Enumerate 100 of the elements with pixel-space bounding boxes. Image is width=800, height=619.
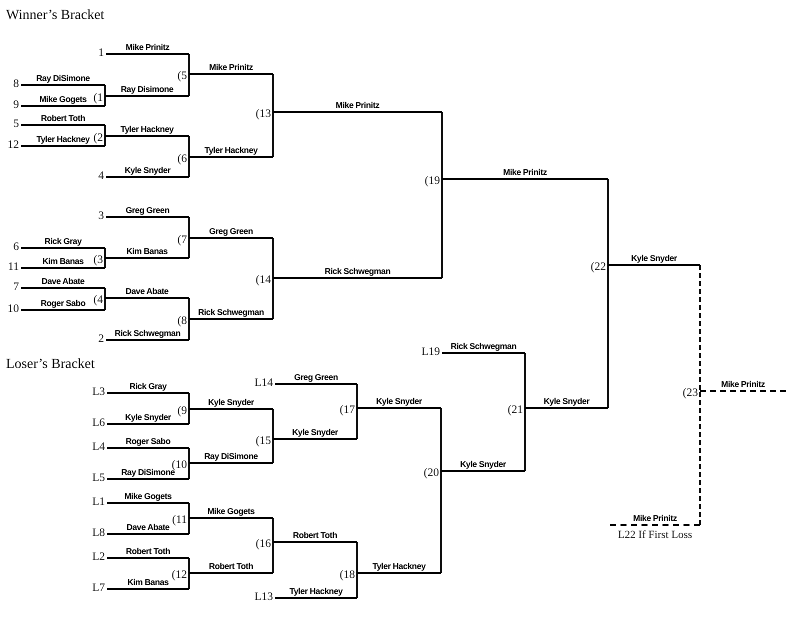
bracket-slot: Rick Gray [107,381,189,394]
game-number: (2 [93,132,103,144]
game-number: (8 [177,315,187,327]
game-number: (19 [424,175,440,187]
bracket-line [272,73,274,112]
seed-number: L7 [92,582,105,594]
bracket-line [272,439,274,464]
bracket-slot: Kyle Snyder [106,165,189,178]
bracket-line [272,408,274,439]
bracket-slot: Kyle Snyder [189,397,273,410]
bracket-slot: Rick Schwegman [273,266,442,279]
bracket-line [188,135,190,157]
bracket-line [104,298,106,311]
game-number: (3 [93,254,103,266]
game-number: (20 [424,467,439,479]
bracket-line [188,74,190,97]
bracket-line [272,278,274,320]
bracket-line [188,518,190,535]
bracket-line [440,471,442,574]
bracket-line [272,237,274,278]
game-number: (18 [340,569,355,581]
bracket-slot: Robert Toth [273,530,357,543]
bracket-slot: Roger Sabo [107,436,189,449]
bracket-line [104,84,106,96]
bracket-line [104,247,106,258]
seed-number: 1 [98,47,104,59]
bracket-line [356,573,358,599]
game-number: (5 [177,70,187,82]
seed-number: 5 [13,118,19,130]
bracket-slot: Mike Prinitz [610,513,700,526]
bracket-slot: Greg Green [275,372,357,385]
seed-number: 10 [8,303,19,315]
bracket-slot: Ray Disimone [105,84,189,97]
game-number: (15 [256,435,271,447]
bracket-slot: Rick Schwegman [442,341,525,354]
section-heading: Winner’s Bracket [6,8,104,24]
bracket-slot: Dave Abate [21,276,105,289]
bracket-slot: Tyler Hackney [189,145,273,158]
bracket-line [272,517,274,542]
bracket-line [356,408,358,440]
bracket-slot: Kyle Snyder [525,396,608,409]
seed-number: 6 [13,241,19,253]
bracket-slot: Tyler Hackney [275,586,357,599]
bracket-slot: Robert Toth [21,113,105,126]
bracket-line [356,541,358,573]
bracket-line [188,157,190,178]
game-number: (14 [256,274,271,286]
bracket-line [524,408,526,472]
bracket-line [607,265,609,409]
seed-number: L8 [92,527,105,539]
seed-number: 3 [98,210,104,222]
game-number: (23 [682,387,698,399]
seed-number: 7 [13,281,19,293]
bracket-slot: Mike Gogets [107,491,189,504]
bracket-slot: Tyler Hackney [105,124,189,137]
game-number: (13 [256,108,271,120]
seed-number: L2 [92,551,105,563]
bracket-slot: Dave Abate [105,286,189,299]
bracket-slot: Kim Banas [105,246,189,259]
bracket-slot: Kyle Snyder [441,459,525,472]
bracket-line [188,573,190,590]
seed-number: L4 [92,441,105,453]
seed-number: 4 [98,170,104,182]
bracket-slot: Mike Prinitz [442,167,608,180]
bracket-line [104,287,106,298]
bracket-slot: Ray DiSimone [107,467,189,480]
game-number: (17 [340,404,355,416]
bracket-line [188,216,190,238]
section-heading: Loser’s Bracket [6,357,95,373]
game-number: (16 [256,538,271,550]
bracket-slot: Mike Prinitz [700,379,786,392]
seed-number: L6 [92,417,105,429]
bracket-line [104,258,106,269]
bracket-line [188,297,190,319]
game-number: (6 [177,153,187,165]
bracket-line [272,542,274,574]
bracket-slot: Kyle Snyder [357,396,441,409]
bracket-line [188,409,190,425]
bracket-line [188,463,190,480]
bracket-line [441,179,443,279]
seed-number: 9 [13,99,19,111]
bracket-line [188,319,190,341]
seed-number: L19 [421,346,440,358]
bracket-slot: Ray DiSimone [189,451,273,464]
bracket-line [440,407,442,471]
bracket-slot: Ray DiSimone [21,73,105,86]
game-number: (22 [590,261,606,273]
seed-number: 2 [98,333,104,345]
bracket-slot: Mike Prinitz [189,62,273,75]
bracket-line [524,352,526,408]
note-text: L22 If First Loss [618,529,692,541]
bracket-line [188,392,190,409]
bracket-line [188,557,190,573]
bracket-line [699,391,701,526]
bracket-slot: Rick Schwegman [189,307,273,320]
bracket-slot: Tyler Hackney [357,561,441,574]
seed-number: L14 [254,377,273,389]
seed-number: L5 [92,472,105,484]
bracket-slot: Greg Green [189,226,273,239]
bracket-slot: Mike Prinitz [106,42,189,55]
